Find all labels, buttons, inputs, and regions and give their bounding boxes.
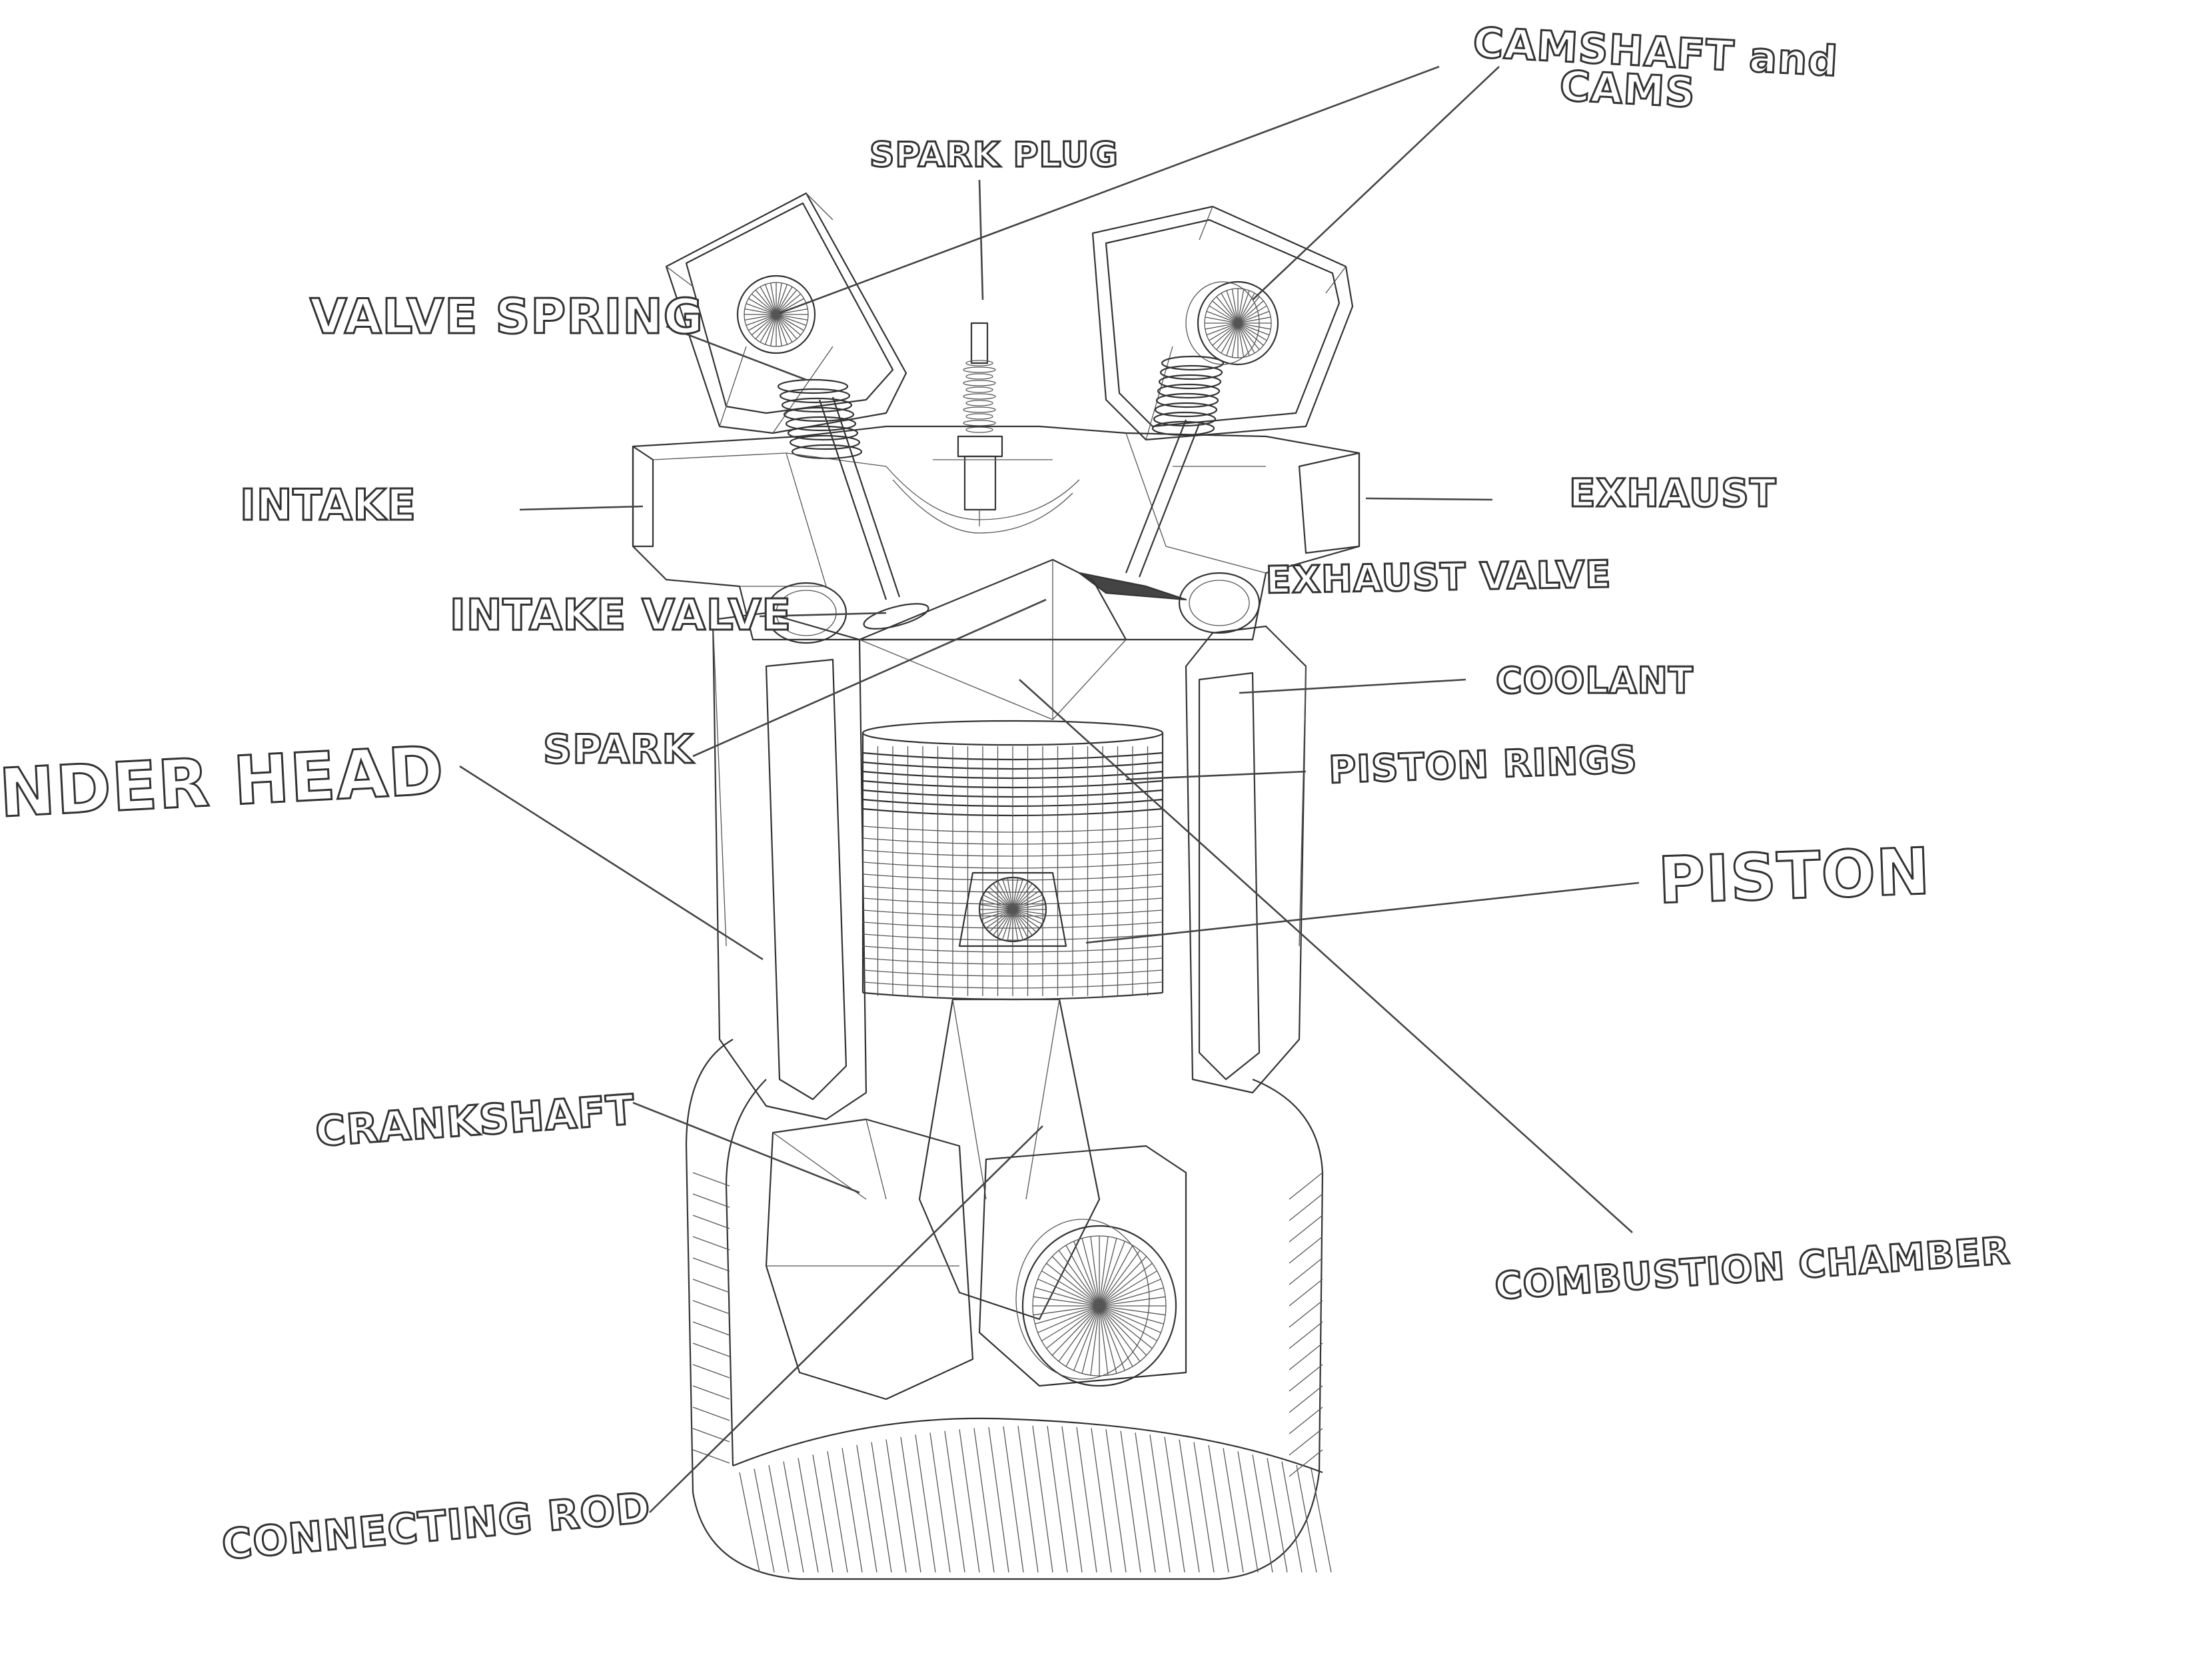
leader-crankshaft: [632, 1101, 860, 1194]
piston-body: [861, 720, 1164, 1001]
label-spark: SPARK: [543, 726, 694, 773]
label-exhaust-valve: EXHAUST VALVE: [1265, 553, 1612, 602]
crank-journal: [1015, 1219, 1177, 1387]
combustion-chamber-wedge: [858, 558, 1127, 720]
cylinder-walls: [712, 612, 1307, 1121]
leader-coolant: [1239, 678, 1466, 694]
label-camshaft-line2: CAMS: [1558, 61, 1696, 117]
leader-combustion-chamber: [1019, 679, 1633, 1233]
left-camshaft: [736, 275, 816, 354]
leader-lines: [459, 65, 1640, 1513]
spark-plug-body: [957, 322, 1003, 526]
labels: CAMSHAFT and CAMS SPARK PLUG VALVE SPRIN…: [0, 17, 2013, 1570]
leader-intake-valve: [759, 612, 887, 618]
crankshaft-body: [765, 1118, 1187, 1400]
leader-spark: [692, 598, 1047, 758]
leader-valve-spring: [666, 325, 807, 381]
leader-piston-rings: [1125, 770, 1307, 781]
label-combustion-chamber: COMBUSTION CHAMBER: [1493, 1229, 2011, 1309]
label-spark-plug: SPARK PLUG: [869, 135, 1119, 175]
valve-seats: [765, 572, 1261, 644]
leader-spark-plug: [978, 179, 984, 300]
engine-wireframe: [632, 192, 1361, 1580]
label-intake-valve: INTAKE VALVE: [450, 591, 792, 640]
intake-valve: [818, 396, 929, 630]
label-valve-spring: VALVE SPRING: [310, 288, 704, 344]
cylinder-head-block: [632, 425, 1361, 641]
crankcase: [685, 1039, 1332, 1580]
label-intake: INTAKE: [240, 481, 416, 530]
leader-cylinder-head: [459, 765, 764, 961]
leader-camshaft-right: [1252, 66, 1500, 300]
leader-intake: [519, 505, 644, 511]
label-coolant: COOLANT: [1496, 660, 1694, 702]
leader-piston: [1085, 881, 1640, 944]
connecting-rod-body: [918, 998, 1101, 1321]
leader-exhaust: [1365, 497, 1493, 501]
label-exhaust: EXHAUST: [1569, 470, 1776, 516]
exhaust-valve: [1078, 419, 1201, 601]
label-crankshaft: CRANKSHAFT: [314, 1085, 636, 1156]
label-piston-rings: PISTON RINGS: [1328, 738, 1638, 792]
label-cylinder-head: CYLINDER HEAD: [0, 732, 446, 841]
intake-valve-spring: [777, 378, 863, 460]
label-connecting-rod: CONNECTING ROD: [220, 1483, 652, 1569]
right-cam-housing: [1091, 205, 1354, 441]
right-camshaft: [1185, 280, 1279, 366]
leader-camshaft-left: [779, 65, 1440, 314]
label-piston: PISTON: [1657, 834, 1932, 918]
leader-connecting-rod: [649, 1125, 1043, 1513]
